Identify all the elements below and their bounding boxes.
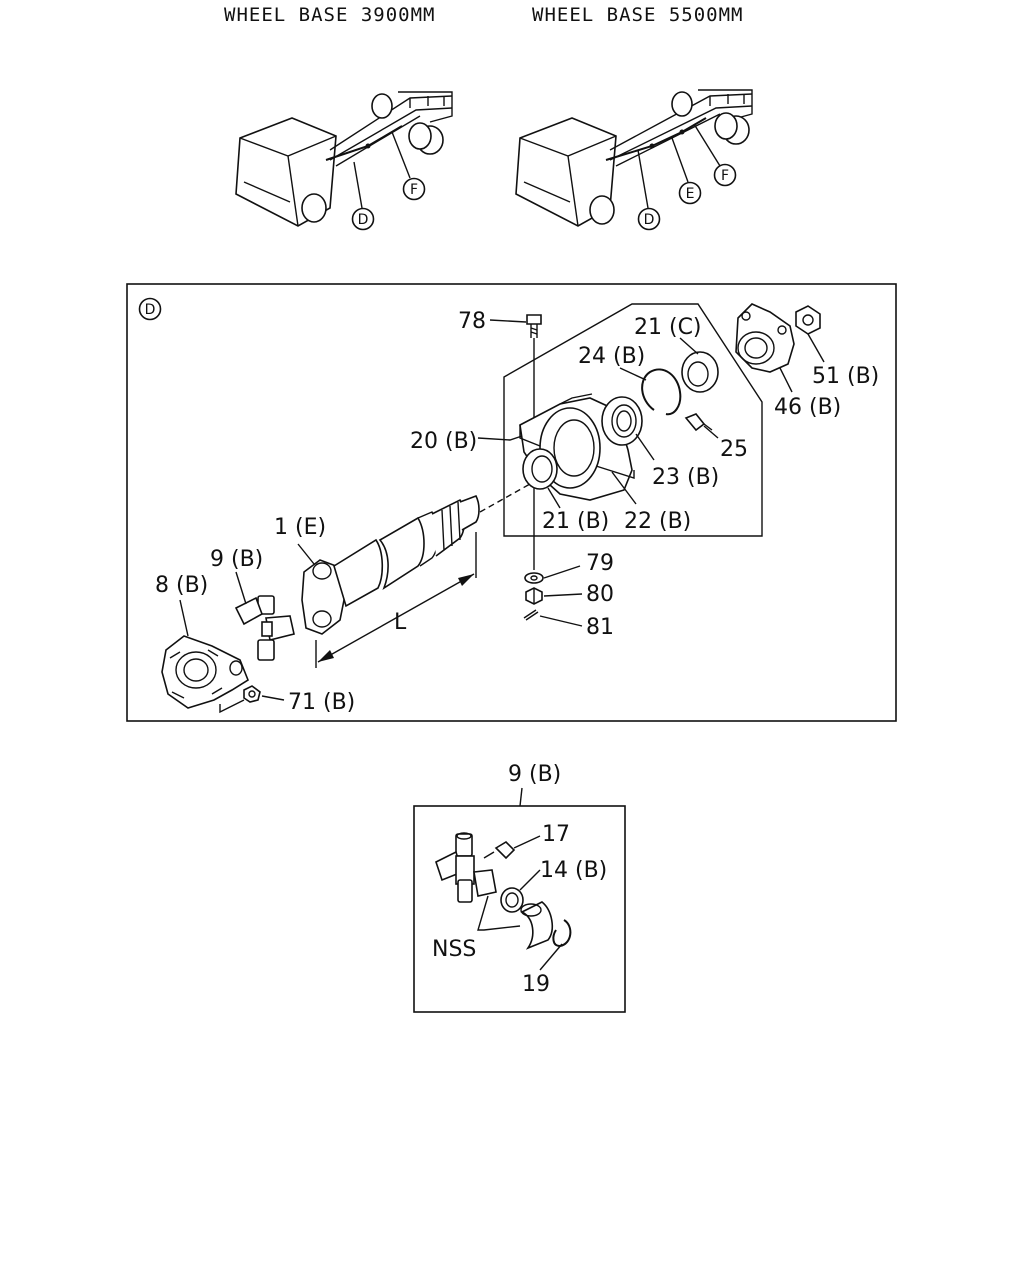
heading-wheel-base-5500: WHEEL BASE 5500MM [532,4,743,26]
label-dimension-l: L [394,610,407,635]
snap-ring-24b [641,368,682,416]
nut-80 [525,587,543,605]
universal-joint-9b [234,595,295,661]
label-79: 79 [586,551,614,576]
bearing-23b [601,396,643,446]
label-71b: 71 (B) [288,690,355,715]
leader-24b [619,367,647,381]
snap-ring-19 [552,919,572,948]
washer-79 [524,572,544,584]
label-23b: 23 (B) [652,465,719,490]
label-21b: 21 (B) [542,509,609,534]
heading-wheel-base-3900: WHEEL BASE 3900MM [224,4,435,26]
detail-d-marker-label: D [145,302,156,318]
label-78: 78 [458,309,486,334]
leader-9b [235,571,247,605]
marker-f-short: F [410,182,418,198]
label-9b: 9 (B) [210,547,263,572]
label-81: 81 [586,615,614,640]
label-19: 19 [522,972,550,997]
label-8b: 8 (B) [155,573,208,598]
leader-23b [635,433,655,461]
detail-d-panel: D [126,283,897,722]
bearing-cup [520,901,554,950]
marker-d-circle [351,207,375,231]
detail-d-marker [138,297,162,321]
leader-46b [779,367,793,393]
marker-d-short: D [358,212,369,228]
seal-21c [681,351,719,393]
label-17: 17 [542,822,570,847]
flange-yoke-8b [161,635,249,709]
leader-25 [703,425,719,439]
nut-71b [243,685,261,703]
center-bearing-group-outline [503,303,763,537]
dimension-l [315,532,477,668]
ujoint-detail-panel: 9 (B) [413,762,626,1013]
flange-46b [735,303,795,373]
label-nss: NSS [432,937,476,962]
label-51b: 51 (B) [812,364,879,389]
leader-20b [477,435,523,441]
leader-78 [489,319,527,323]
label-21c: 21 (C) [634,315,702,340]
seal-14b [500,887,524,913]
leader-81 [539,615,583,627]
cotter-pin-81 [523,609,539,621]
leader-51b [807,333,825,363]
leader-21c [679,337,699,355]
label-14b: 14 (B) [540,858,607,883]
ujoint-title: 9 (B) [508,762,561,787]
nut-51b [795,305,821,335]
leader-21b [547,487,561,509]
marker-f-long: F [721,168,729,184]
label-24b: 24 (B) [578,344,645,369]
propeller-shaft-1e [301,483,531,635]
seal-21b [522,448,558,490]
grease-nipple-25 [684,413,713,432]
truck-illustration-short: D F [235,91,453,231]
leader-79 [543,565,581,579]
label-25: 25 [720,437,748,462]
spider-cross [435,832,497,903]
label-1e: 1 (E) [274,515,326,540]
leader-71b [261,695,285,701]
marker-d-long: D [644,212,655,228]
label-80: 80 [586,582,614,607]
label-46b: 46 (B) [774,395,841,420]
leader-80 [543,593,583,597]
leader-22b [611,471,637,505]
grease-nipple-17 [483,840,516,860]
truck-illustration-long: D E F [515,89,753,231]
leader-1e [297,543,315,565]
label-22b: 22 (B) [624,509,691,534]
marker-e-long: E [686,186,695,202]
leader-8b [179,599,189,637]
leader-71b-b [219,699,245,714]
label-20b: 20 (B) [410,429,477,454]
